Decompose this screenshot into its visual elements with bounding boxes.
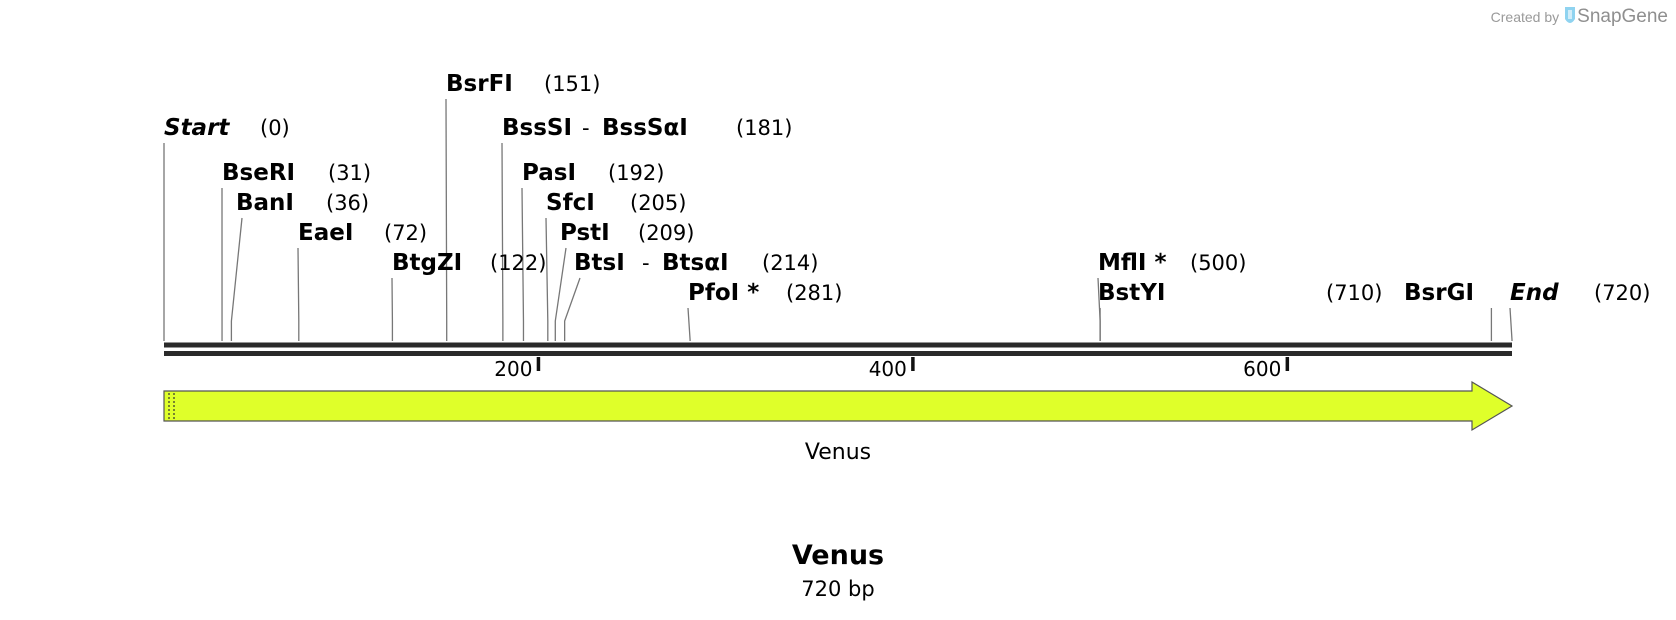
site-name-bseri: BseRI xyxy=(222,160,295,186)
site-dash: - xyxy=(582,116,590,140)
site-dash: - xyxy=(642,251,650,275)
site-line-eaei xyxy=(297,247,300,341)
features: Venus xyxy=(163,380,1514,465)
site-name-psti: PstI xyxy=(560,220,610,246)
site-name-start: Start xyxy=(164,115,230,141)
ruler-ticks: 200 400 600 xyxy=(494,357,1290,381)
map-title: Venus xyxy=(791,540,885,571)
site-pos-mfli-: (500) xyxy=(1190,251,1246,275)
site-name-bsrgi: BsrGI xyxy=(1404,280,1474,306)
site-pos-pfoi-: (281) xyxy=(786,281,842,305)
site-pos-sfci: (205) xyxy=(630,191,686,215)
sequence-map: Start (0) BseRI (31) BanI (36) EaeI (72) BtgZI (1… xyxy=(163,71,1650,465)
site-name-sfci: SfcI xyxy=(546,190,595,216)
site-name-btsi: BtsI xyxy=(574,250,625,276)
site-pos-bseri: (31) xyxy=(328,161,371,185)
site-line-btsi xyxy=(564,277,581,341)
site-alt-bsssi: BssSαI xyxy=(602,115,688,141)
feature-arrow-venus xyxy=(163,380,1514,432)
site-labels: Start (0) BseRI (31) BanI (36) EaeI (72) BtgZI (1… xyxy=(164,71,1650,306)
site-line-end xyxy=(1509,307,1513,341)
site-line-bsssi xyxy=(501,142,504,341)
site-name-bstyi: BstYI xyxy=(1098,280,1165,306)
snapgene-logo-icon xyxy=(1565,7,1576,23)
site-line-pasi xyxy=(521,187,525,341)
site-pos-bsssi: (181) xyxy=(736,116,792,140)
ruler-tick-label: 200 xyxy=(494,357,532,381)
site-pos-bsrfi: (151) xyxy=(544,72,600,96)
site-pos-start: (0) xyxy=(260,116,290,140)
feature-label-venus: Venus xyxy=(805,440,871,465)
site-pos-btgzi: (122) xyxy=(490,251,546,275)
site-pos-eaei: (72) xyxy=(384,221,427,245)
watermark-created-by: Created by xyxy=(1490,9,1560,25)
site-lines xyxy=(163,98,1513,341)
site-name-bsrfi: BsrFI xyxy=(446,71,513,97)
site-pos-end: (720) xyxy=(1594,281,1650,305)
site-pos-psti: (209) xyxy=(638,221,694,245)
site-line-pfoi- xyxy=(687,307,691,341)
site-line-bani xyxy=(230,217,243,341)
ruler-tick-label: 600 xyxy=(1243,357,1281,381)
site-name-btgzi: BtgZI xyxy=(392,250,462,276)
snapgene-watermark: Created by SnapGene xyxy=(1491,6,1668,28)
site-name-bsssi: BssSI xyxy=(502,115,572,141)
site-name-end: End xyxy=(1510,280,1559,306)
watermark-brand: SnapGene xyxy=(1577,6,1668,27)
site-line-bsrfi xyxy=(445,98,448,341)
site-name-mfli-: MflI * xyxy=(1098,250,1167,276)
site-pos-bani: (36) xyxy=(326,191,369,215)
site-name-pfoi-: PfoI * xyxy=(688,280,759,306)
map-length: 720 bp xyxy=(801,577,875,601)
site-line-sfci xyxy=(545,217,549,341)
site-line-psti xyxy=(554,247,567,341)
site-pos-pasi: (192) xyxy=(608,161,664,185)
site-alt-btsi: BtsαI xyxy=(662,250,729,276)
site-name-bani: BanI xyxy=(236,190,294,216)
site-name-eaei: EaeI xyxy=(298,220,353,246)
site-name-pasi: PasI xyxy=(522,160,576,186)
site-pos-btsi: (214) xyxy=(762,251,818,275)
ruler-tick-label: 400 xyxy=(869,357,907,381)
site-pos-unnamed: (710) xyxy=(1326,281,1382,305)
